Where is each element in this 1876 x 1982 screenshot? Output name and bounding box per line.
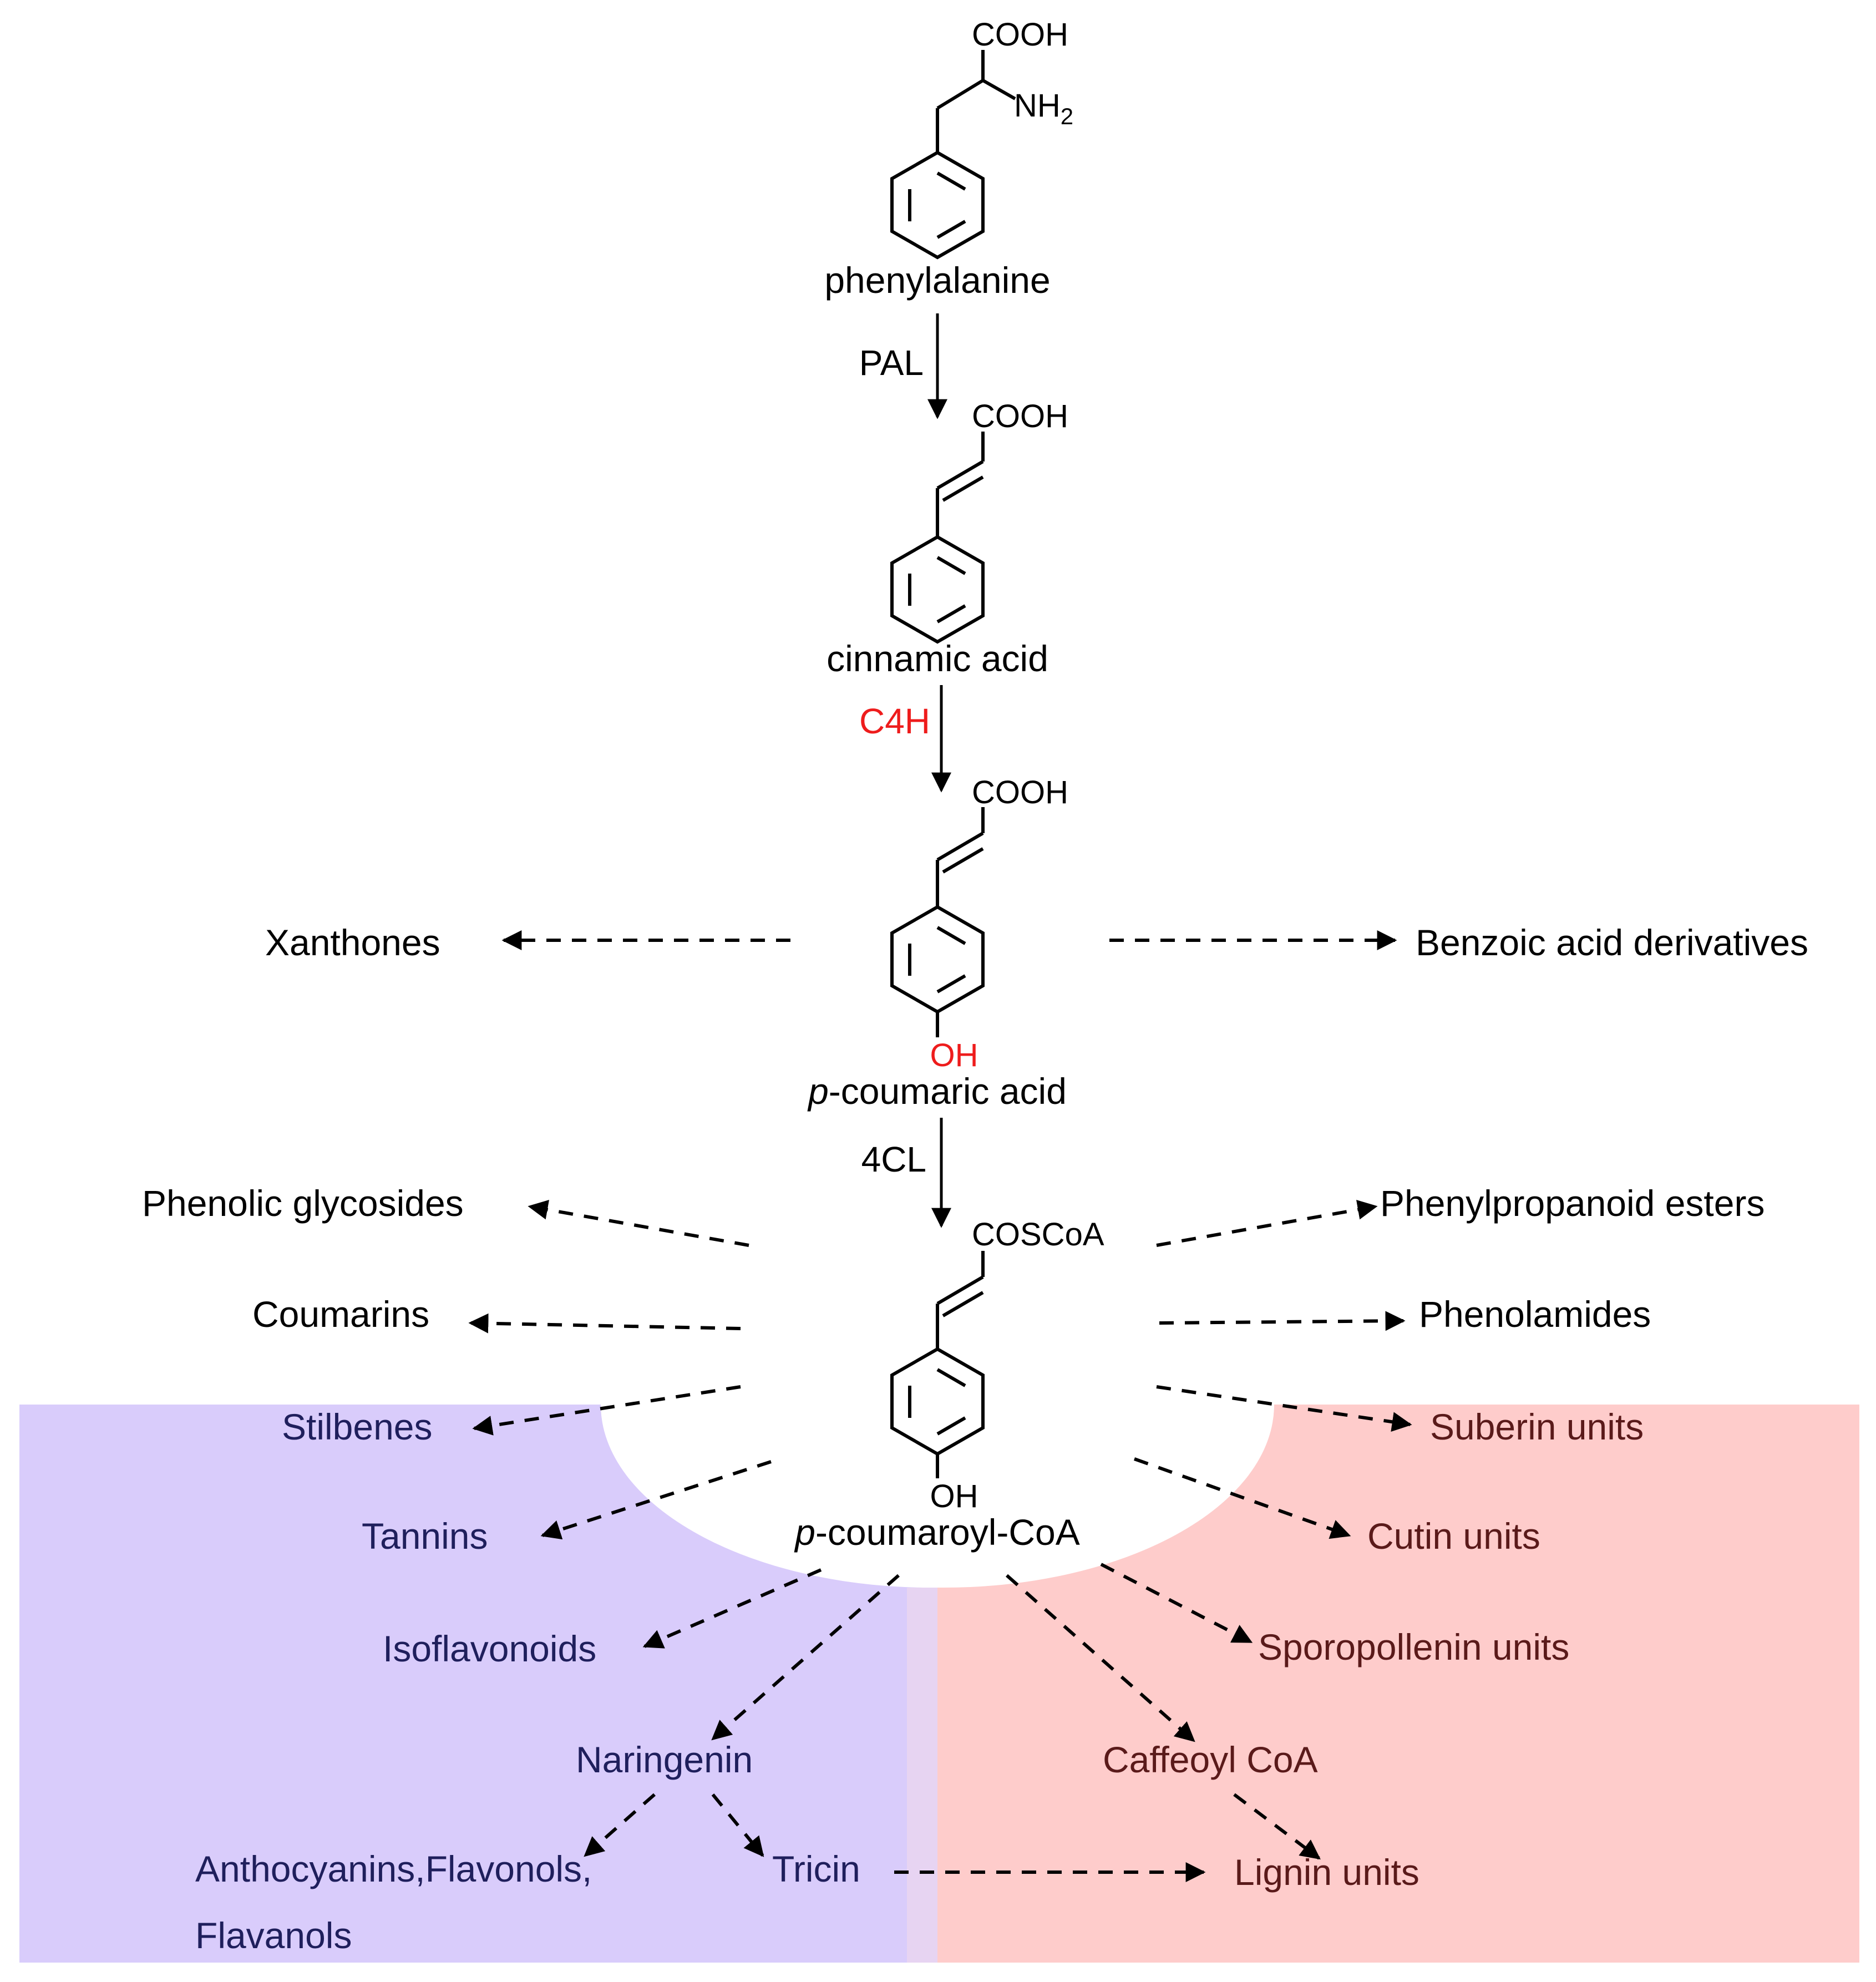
anthocyanins-flavonols-label: Anthocyanins,Flavonols, — [195, 1848, 592, 1889]
arrow-to-phenolamides — [1159, 1311, 1406, 1331]
background-regions — [19, 1405, 1859, 1963]
arrow-to-stilbenes — [472, 1385, 741, 1436]
cinnamic-acid-structure — [890, 432, 985, 644]
arrow-to-caffeoyl — [1006, 1574, 1195, 1742]
coumaric-acid-oh: OH — [930, 1037, 978, 1073]
caffeoyl-coa-label: Caffeoyl CoA — [1103, 1739, 1318, 1780]
arrow-to-cutin — [1133, 1457, 1351, 1539]
lipid-region — [937, 1405, 1859, 1963]
tricin-label: Tricin — [772, 1848, 860, 1889]
arrow-to-sporopollenin — [1100, 1563, 1253, 1644]
coumarins-label: Coumarins — [252, 1294, 429, 1335]
coumaroyl-coa-structure — [890, 1251, 985, 1478]
coumaroyl-coa-label: p-coumaroyl-CoA — [794, 1512, 1080, 1553]
phenolic-glycosides-label: Phenolic glycosides — [142, 1183, 464, 1224]
stilbenes-label: Stilbenes — [282, 1406, 433, 1447]
arrow-to-anthocyanins — [584, 1793, 656, 1857]
arrow-to-phenolic-glycosides — [528, 1199, 749, 1247]
arrow-to-coumarins — [468, 1313, 741, 1334]
naringenin-label: Naringenin — [576, 1739, 753, 1780]
arrow-to-suberin — [1156, 1385, 1412, 1432]
coumaroyl-coa-coscoa: COSCoA — [972, 1216, 1104, 1253]
4cl-enzyme-label: 4CL — [861, 1139, 926, 1179]
sporopollenin-units-label: Sporopollenin units — [1258, 1626, 1569, 1667]
tannins-label: Tannins — [362, 1515, 488, 1557]
phenylalanine-label: phenylalanine — [824, 260, 1050, 301]
arrow-to-phenylpropanoid-esters — [1156, 1199, 1378, 1247]
coumaric-acid-label: p-coumaric acid — [807, 1071, 1067, 1112]
c4h-enzyme-label: C4H — [859, 701, 930, 741]
cutin-units-label: Cutin units — [1367, 1515, 1540, 1557]
arrow-to-isoflavonoids — [642, 1568, 822, 1649]
phenylalanine-nh2: NH2 — [1014, 88, 1073, 129]
lignin-units-label: Lignin units — [1234, 1852, 1419, 1893]
xanthones-label: Xanthones — [265, 922, 440, 963]
branch-arrows — [468, 930, 1412, 1882]
pal-enzyme-label: PAL — [859, 343, 924, 383]
flavonoid-region — [19, 1405, 937, 1963]
region-seam — [907, 1588, 937, 1963]
product-labels: Xanthones Benzoic acid derivatives Pheno… — [142, 922, 1808, 1956]
flavanols-label: Flavanols — [195, 1915, 352, 1956]
coumaroyl-coa-oh: OH — [930, 1478, 978, 1514]
phenolamides-label: Phenolamides — [1419, 1294, 1651, 1335]
benzoic-acid-derivatives-label: Benzoic acid derivatives — [1416, 922, 1808, 963]
phenylalanine-cooh: COOH — [972, 17, 1068, 53]
arrow-to-lignin-from-caffeoyl — [1233, 1793, 1321, 1860]
arrow-to-naringenin — [711, 1574, 900, 1741]
coumaric-acid-cooh: COOH — [972, 774, 1068, 810]
arrow-to-tricin — [711, 1793, 764, 1857]
isoflavonoids-label: Isoflavonoids — [383, 1628, 596, 1669]
suberin-units-label: Suberin units — [1430, 1406, 1644, 1447]
coumaric-acid-structure — [890, 807, 985, 1037]
cinnamic-acid-label: cinnamic acid — [827, 638, 1048, 679]
phenylpropanoid-esters-label: Phenylpropanoid esters — [1380, 1183, 1765, 1224]
cinnamic-acid-cooh: COOH — [972, 398, 1068, 434]
phenylalanine-structure — [890, 50, 1016, 260]
